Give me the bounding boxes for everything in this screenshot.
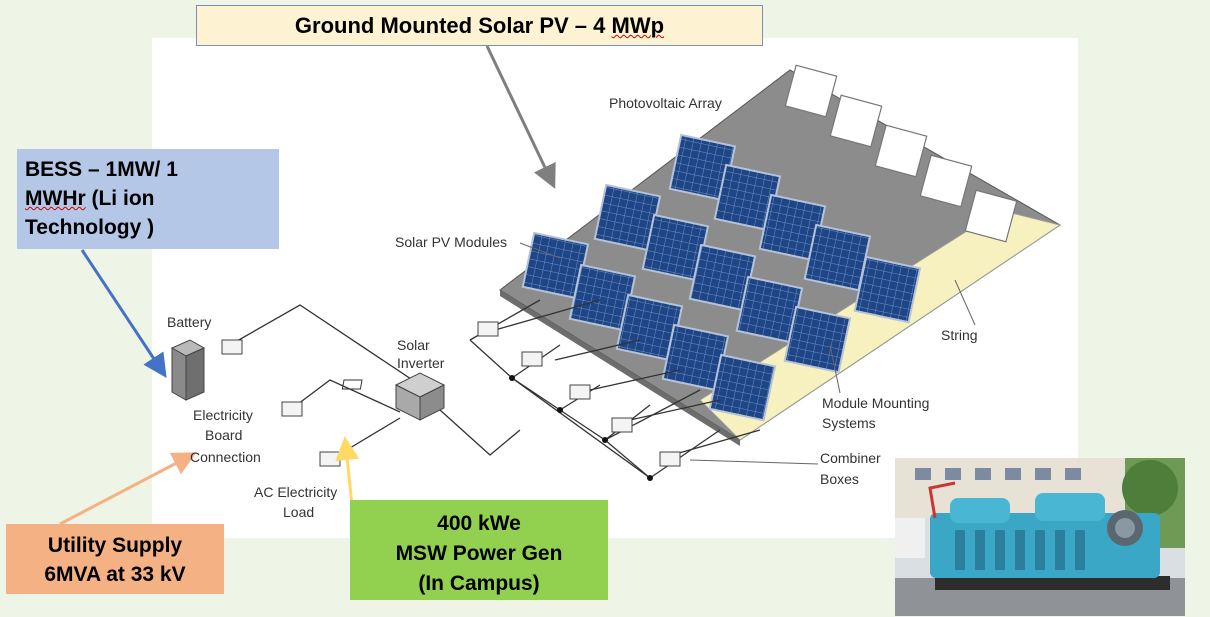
label-battery: Battery (167, 314, 211, 330)
msw-line-1: 400 kWe (437, 512, 521, 535)
bess-tech: (Li ion (85, 187, 155, 210)
utility-callout: Utility Supply 6MVA at 33 kV (6, 524, 224, 594)
msw-line-3: (In Campus) (418, 572, 540, 595)
label-solar-inverter-2: Inverter (397, 355, 445, 371)
label-photovoltaic-array: Photovoltaic Array (609, 95, 722, 111)
title-arrow (485, 45, 556, 189)
label-combiner-2: Boxes (820, 471, 859, 487)
leader-lines (519, 242, 976, 465)
label-solar-inverter-1: Solar (397, 337, 430, 353)
title-unit: MWp (611, 13, 665, 38)
utility-line-1: Utility Supply (47, 534, 183, 557)
label-ac-load-2: Load (283, 504, 314, 520)
label-solar-pv-modules: Solar PV Modules (395, 234, 507, 250)
title-value: 4 (593, 13, 612, 38)
battery-icon (170, 339, 206, 401)
wire-junctions (509, 375, 653, 481)
title-callout: Ground Mounted Solar PV – 4 MWp (196, 5, 763, 46)
label-combiner-1: Combiner (820, 450, 881, 466)
platform-edge (500, 290, 740, 446)
white-modules (784, 64, 1018, 243)
label-electricity-board-1: Electricity (193, 407, 253, 423)
utility-arrow (59, 452, 197, 526)
bess-callout: BESS – 1MW/ 1 MWHr (Li ion Technology ) (17, 149, 279, 249)
msw-line-2: MSW Power Gen (395, 542, 563, 565)
inverter-icon (341, 372, 446, 421)
label-ac-load-1: AC Electricity (254, 484, 337, 500)
label-electricity-board-2: Board (205, 427, 242, 443)
msw-arrow (335, 436, 360, 506)
utility-line-2: 6MVA at 33 kV (44, 563, 186, 586)
label-module-mounting-2: Systems (822, 415, 876, 431)
combiner-boxes (221, 321, 681, 467)
bess-line-1: BESS – 1MW/ 1 (25, 158, 178, 181)
label-electricity-board-3: Connection (190, 449, 261, 465)
bess-line-2: MWHr (Li ion (25, 184, 279, 213)
bess-unit: MWHr (25, 187, 86, 210)
label-string: String (941, 327, 978, 343)
msw-callout: 400 kWe MSW Power Gen (In Campus) (350, 500, 608, 600)
pv-modules (521, 133, 922, 422)
label-module-mounting-1: Module Mounting (822, 395, 929, 411)
title-main: Ground Mounted Solar PV – (294, 13, 594, 38)
generator-photo (895, 458, 1185, 616)
bess-line-3: Technology ) (25, 216, 155, 239)
bess-arrow (80, 249, 167, 379)
